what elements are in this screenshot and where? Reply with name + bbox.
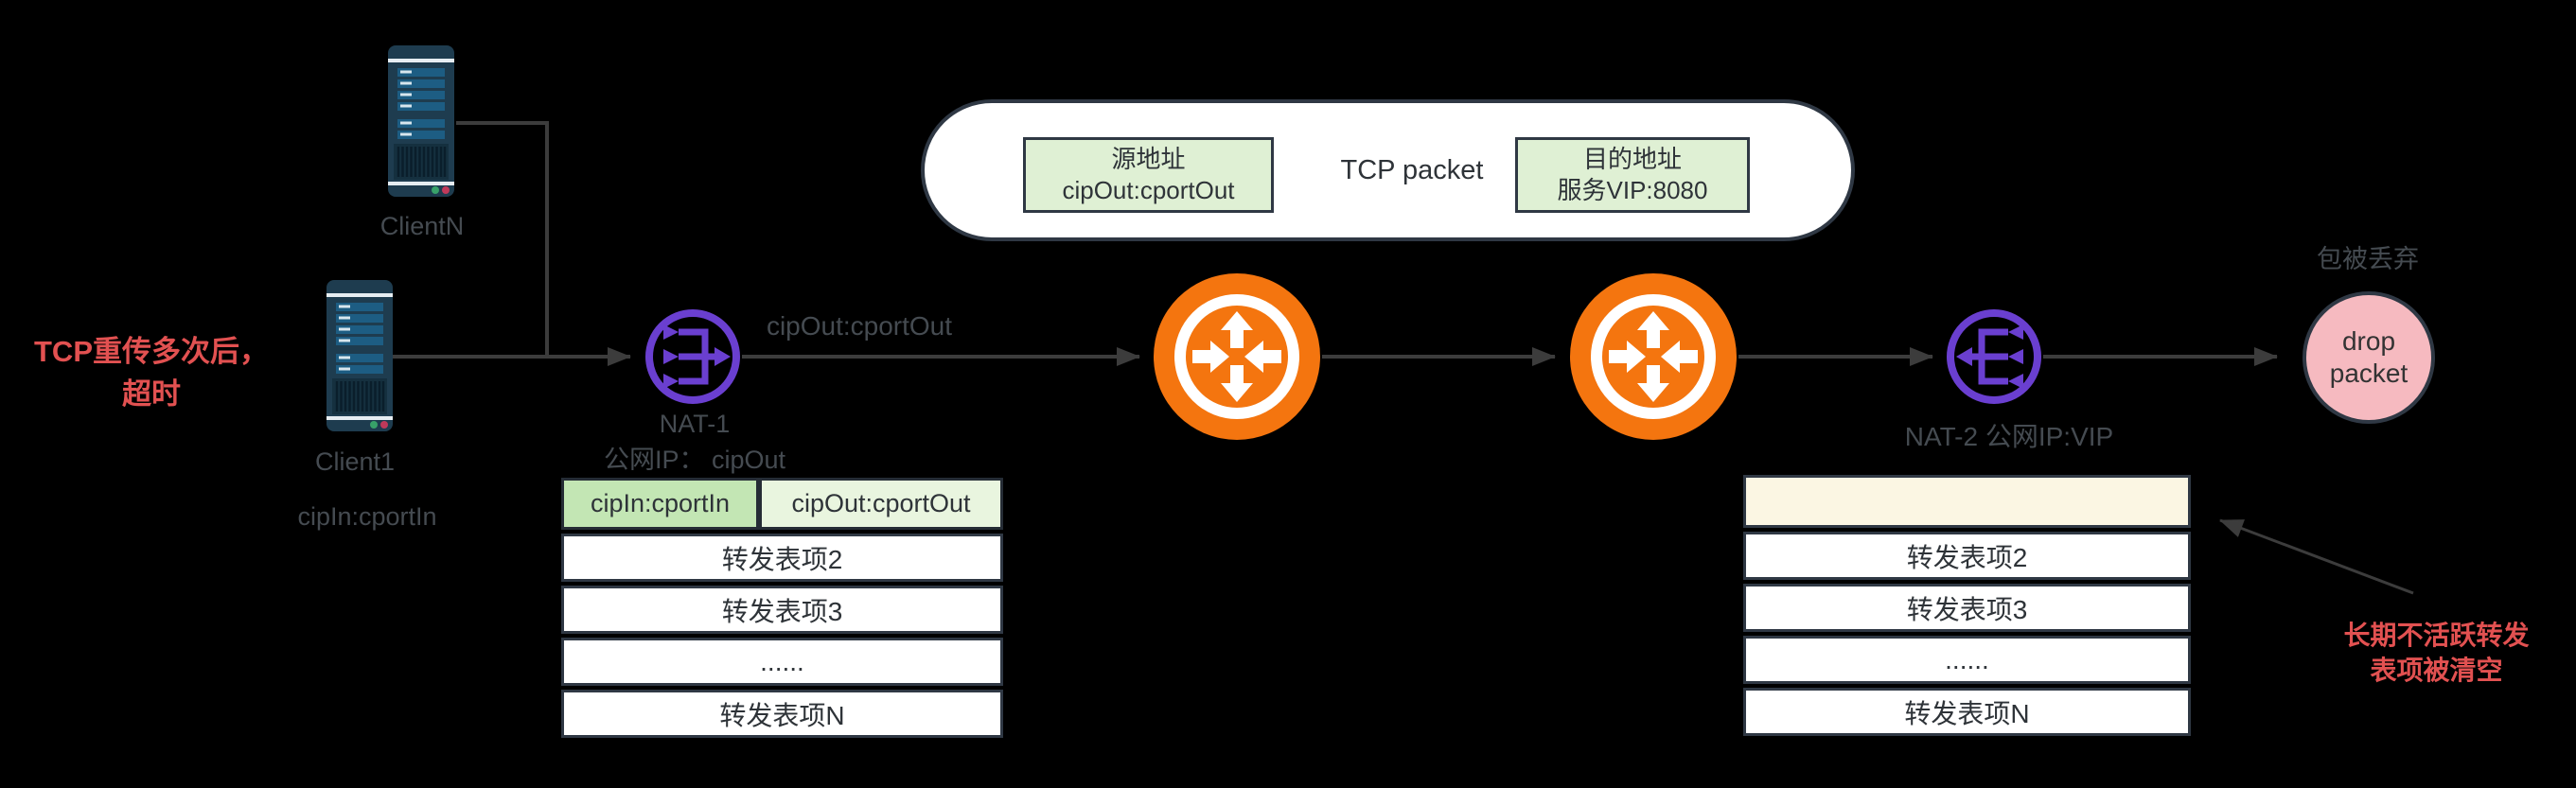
nat1-table-header-row: cipIn:cportIn cipOut:cportOut (561, 478, 1003, 530)
tcp-packet-label: TCP packet (1340, 154, 1484, 185)
table-row: ...... (561, 638, 1003, 686)
table-row: 转发表项2 (561, 534, 1003, 582)
tcp-timeout-note: TCP重传多次后， 超时 (33, 330, 270, 415)
server-icon (326, 280, 393, 431)
entry-cleared-note-line1: 长期不活跃转发 (2343, 621, 2530, 650)
entry-cleared-note: 长期不活跃转发 表项被清空 (2320, 618, 2552, 688)
table-row: 转发表项3 (561, 586, 1003, 634)
nat1-table-header-out: cipOut:cportOut (759, 478, 1003, 530)
drop-packet-line1: drop (2341, 326, 2396, 356)
drop-packet-line2: packet (2329, 359, 2408, 388)
nat1-public-ip-label: 公网IP： cipOut (603, 446, 786, 474)
table-row: 转发表项N (561, 690, 1003, 738)
packet-destination-title: 目的地址 (1582, 145, 1682, 173)
table-row: ...... (1743, 636, 2191, 684)
nat1-name-label: NAT-1 (659, 410, 731, 438)
nat2-table-cleared-row (1743, 475, 2191, 528)
packet-source-address-box: 源地址 cipOut:cportOut (1023, 137, 1274, 213)
nat1-outbound-address-label: cipOut:cportOut (766, 311, 953, 341)
wire-clientn-branch (456, 121, 549, 357)
nat1-forwarding-table: cipIn:cportIn cipOut:cportOut 转发表项2 转发表项… (561, 478, 1003, 738)
drop-packet-node: drop packet (2303, 291, 2435, 424)
router-icon (1570, 273, 1737, 440)
client1-label: Client1 (314, 447, 396, 476)
table-row: 转发表项2 (1743, 532, 2191, 580)
nat2-forwarding-table: 转发表项2 转发表项3 ...... 转发表项N (1743, 475, 2191, 736)
packet-destination-value: 服务VIP:8080 (1557, 176, 1708, 204)
router-icon (1154, 273, 1320, 440)
table-row: 转发表项3 (1743, 584, 2191, 632)
nat-gateway-split-icon (1947, 309, 2041, 404)
table-row: 转发表项N (1743, 688, 2191, 736)
tcp-packet-pill: 源地址 cipOut:cportOut TCP packet 目的地址 服务VI… (921, 99, 1855, 241)
packet-dropped-label: 包被丢弃 (2317, 245, 2419, 273)
server-icon (388, 45, 454, 197)
nat1-table-header-in: cipIn:cportIn (561, 478, 759, 530)
tcp-timeout-note-line1: TCP重传多次后， (34, 335, 269, 368)
packet-destination-address-box: 目的地址 服务VIP:8080 (1515, 137, 1750, 213)
nat2-name-label: NAT-2 公网IP:VIP (1904, 422, 2114, 451)
client1-address-label: cipIn:cportIn (297, 502, 437, 531)
packet-source-value: cipOut:cportOut (1062, 176, 1235, 204)
entry-cleared-note-line2: 表项被清空 (2370, 656, 2503, 685)
packet-source-title: 源地址 (1111, 145, 1186, 173)
tcp-timeout-note-line2: 超时 (122, 377, 181, 411)
clientn-label: ClientN (379, 212, 465, 240)
nat-gateway-merge-icon (645, 309, 740, 404)
wire-cleared-annotation-arrow (2219, 518, 2414, 595)
